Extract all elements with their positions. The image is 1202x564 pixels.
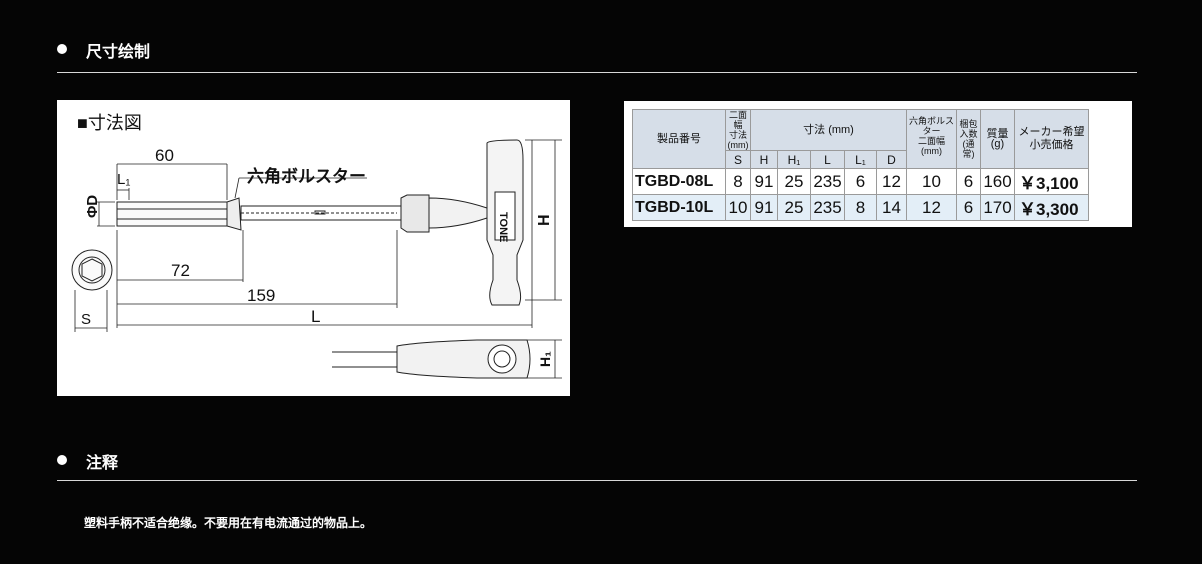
header-h1: H₁ — [777, 150, 811, 169]
dim-72: 72 — [171, 261, 190, 280]
table-row: TGBD-10L 10 91 25 235 8 14 12 6 170 ￥3,3… — [632, 194, 1089, 221]
dim-l: L — [311, 307, 320, 326]
spec-table: 製品番号 二面幅 寸法 (mm) 寸法 (mm) 六角ボルスター 二面幅 (mm… — [632, 109, 1089, 221]
cell-h1: 25 — [777, 168, 811, 195]
cell-pack: 6 — [956, 194, 981, 221]
cell-pack: 6 — [956, 168, 981, 195]
cell-model: TGBD-08L — [632, 168, 726, 195]
divider — [57, 480, 1137, 481]
header-dims: 寸法 (mm) — [750, 109, 907, 151]
cell-mass: 170 — [980, 194, 1015, 221]
dim-l1: L₁ — [117, 171, 130, 188]
header-s: S — [725, 150, 751, 169]
cell-l: 235 — [810, 194, 845, 221]
cell-s: 10 — [725, 194, 751, 221]
bullet-icon — [57, 44, 67, 54]
dim-159: 159 — [247, 286, 275, 305]
header-l1: L₁ — [844, 150, 877, 169]
cell-l: 235 — [810, 168, 845, 195]
note-text: 塑料手柄不适合绝缘。不要用在有电流通过的物品上。 — [84, 516, 373, 530]
cell-d: 14 — [876, 194, 907, 221]
section-title: 注释 — [86, 453, 119, 472]
cell-h: 91 — [750, 194, 778, 221]
cell-s: 8 — [725, 168, 751, 195]
header-price: メーカー希望 小売価格 — [1014, 109, 1089, 169]
dimension-drawing: ■寸法図 TONE — [57, 100, 570, 396]
cell-h1: 25 — [777, 194, 811, 221]
section-title: 尺寸绘制 — [86, 42, 151, 61]
dim-phid: ΦD — [84, 195, 101, 218]
cell-bolster: 12 — [906, 194, 957, 221]
header-model: 製品番号 — [632, 109, 726, 169]
cell-bolster: 10 — [906, 168, 957, 195]
cell-model: TGBD-10L — [632, 194, 726, 221]
cell-d: 12 — [876, 168, 907, 195]
header-pack: 梱包 入数 (通常) — [956, 109, 981, 169]
dim-s: S — [81, 311, 91, 328]
cell-l1: 8 — [844, 194, 877, 221]
drawing-heading: ■寸法図 — [77, 113, 142, 133]
divider — [57, 72, 1137, 73]
cell-h: 91 — [750, 168, 778, 195]
callout-label: 六角ボルスター — [247, 166, 366, 186]
header-h: H — [750, 150, 778, 169]
cell-mass: 160 — [980, 168, 1015, 195]
table-row: TGBD-08L 8 91 25 235 6 12 10 6 160 ￥3,10… — [632, 168, 1089, 195]
dim-h1: H₁ — [537, 351, 553, 367]
header-bolster: 六角ボルスター 二面幅 (mm) — [906, 109, 957, 169]
cell-price: ￥3,300 — [1014, 194, 1089, 221]
dim-60: 60 — [155, 146, 174, 165]
cell-l1: 6 — [844, 168, 877, 195]
spec-table-panel: 製品番号 二面幅 寸法 (mm) 寸法 (mm) 六角ボルスター 二面幅 (mm… — [624, 101, 1132, 227]
dim-h: H — [536, 214, 553, 226]
cell-price: ￥3,100 — [1014, 168, 1089, 195]
header-mass: 質量 (g) — [980, 109, 1015, 169]
dimension-drawing-svg: ■寸法図 TONE — [71, 113, 562, 379]
brand-label: TONE — [497, 212, 509, 242]
header-l: L — [810, 150, 845, 169]
header-across-flats: 二面幅 寸法 (mm) — [725, 109, 751, 151]
bullet-icon — [57, 455, 67, 465]
header-d: D — [876, 150, 907, 169]
